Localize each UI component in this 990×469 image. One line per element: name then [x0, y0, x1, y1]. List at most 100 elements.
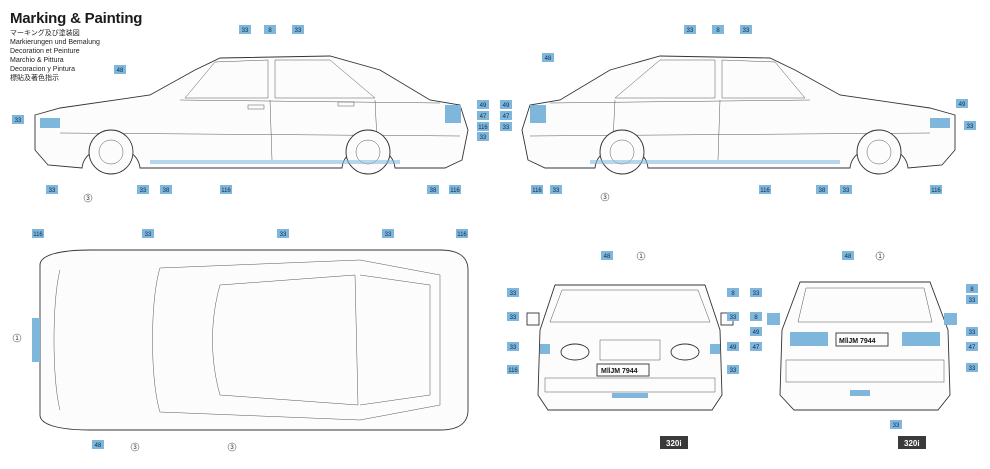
callout-number: 33 [969, 330, 976, 336]
callout-tag: 48 [542, 53, 554, 62]
part-marker [600, 192, 610, 202]
callout-tag: 8 [264, 25, 276, 34]
callout-tag: 8 [712, 25, 724, 34]
callout-tag: 33 [550, 185, 562, 194]
callout-tag: 33 [500, 122, 512, 131]
callout-number: 33 [295, 28, 302, 34]
part-number: 1 [878, 254, 882, 260]
callout-tag: 33 [507, 312, 519, 321]
subtitle-italian: Marchio & Pittura [10, 57, 64, 64]
callout-tag: 47 [966, 342, 978, 351]
callout-tag: 33 [684, 25, 696, 34]
callout-number: 48 [117, 68, 124, 74]
callout-tag: 116 [531, 185, 543, 194]
callout-tag: 33 [840, 185, 852, 194]
callout-tag: 48 [842, 251, 854, 260]
callout-tag: 8 [750, 312, 762, 321]
callout-tag: 116 [930, 185, 942, 194]
callout-tag: 116 [449, 185, 461, 194]
part-number: 3 [230, 445, 234, 451]
callout-tag: 33 [137, 185, 149, 194]
part-marker [12, 333, 22, 343]
callout-number: 49 [730, 345, 737, 351]
callout-number: 33 [385, 232, 392, 238]
part-marker [636, 251, 646, 261]
callout-number: 48 [95, 443, 102, 449]
callout-number: 33 [140, 188, 147, 194]
callout-number: 49 [753, 330, 760, 336]
part-number: 3 [86, 196, 90, 202]
callout-tag: 49 [477, 100, 489, 109]
callout-number: 116 [457, 232, 467, 238]
page-title: Marking & Painting [10, 10, 143, 27]
decal-number: 4 [626, 439, 631, 448]
callout-number: 116 [450, 188, 460, 194]
callout-number: 47 [969, 345, 976, 351]
callout-number: 33 [753, 291, 760, 297]
callout-number: 116 [478, 125, 488, 131]
rear-model-text: 320i [904, 439, 920, 448]
callout-tag: 33 [292, 25, 304, 34]
callout-tag: 33 [507, 342, 519, 351]
callout-number: 8 [268, 28, 272, 34]
front-model-text: 320i [666, 439, 682, 448]
callout-number: 33 [730, 368, 737, 374]
callout-number: 38 [163, 188, 170, 194]
callout-number: 33 [843, 188, 850, 194]
callout-number: 8 [731, 291, 735, 297]
callout-number: 33 [510, 315, 517, 321]
callout-tag: 49 [727, 342, 739, 351]
callout-tag: 33 [477, 132, 489, 141]
callout-tag: 33 [239, 25, 251, 34]
rear-view [767, 281, 957, 411]
callout-number: 116 [221, 188, 231, 194]
callout-number: 33 [687, 28, 694, 34]
callout-number: 33 [510, 291, 517, 297]
front-model-badge: 4 5 320i [626, 436, 688, 449]
callout-tag: 33 [12, 115, 24, 124]
callout-tag: 8 [966, 284, 978, 293]
callout-number: 49 [480, 103, 487, 109]
callout-tag: 116 [220, 185, 232, 194]
callout-number: 33 [280, 232, 287, 238]
callout-number: 33 [553, 188, 560, 194]
callout-tag: 116 [759, 185, 771, 194]
callout-tag: 33 [966, 295, 978, 304]
callout-tag: 49 [750, 327, 762, 336]
callout-number: 116 [931, 188, 941, 194]
callout-number: 47 [503, 114, 510, 120]
callout-number: 33 [730, 315, 737, 321]
callout-tag: 116 [477, 122, 489, 131]
callout-tag: 33 [966, 363, 978, 372]
callout-tag: 116 [507, 365, 519, 374]
callout-number: 33 [242, 28, 249, 34]
callout-tag: 33 [890, 420, 902, 429]
part-marker [875, 251, 885, 261]
callout-tag: 33 [966, 327, 978, 336]
callout-tag: 116 [32, 229, 44, 238]
part-marker [83, 193, 93, 203]
top-view [32, 249, 469, 431]
callout-number: 33 [743, 28, 750, 34]
callout-tag: 38 [816, 185, 828, 194]
callout-tag: 47 [477, 111, 489, 120]
callout-number: 48 [845, 254, 852, 260]
callout-number: 48 [545, 56, 552, 62]
callout-tag: 33 [142, 229, 154, 238]
callout-number: 116 [33, 232, 43, 238]
decal-number: 4 [863, 439, 868, 448]
callout-tag: 8 [727, 288, 739, 297]
callout-tag: 48 [114, 65, 126, 74]
part-marker [130, 442, 140, 452]
subtitle-german: Markierungen und Bemalung [10, 39, 100, 46]
callout-number: 33 [15, 118, 22, 124]
subtitle-list: マーキング及び塗装図 Markierungen und Bemalung Dec… [10, 29, 142, 83]
callout-number: 33 [480, 135, 487, 141]
callout-number: 33 [969, 298, 976, 304]
callout-tag: 48 [92, 440, 104, 449]
callout-tag: 33 [727, 312, 739, 321]
callout-tag: 38 [427, 185, 439, 194]
